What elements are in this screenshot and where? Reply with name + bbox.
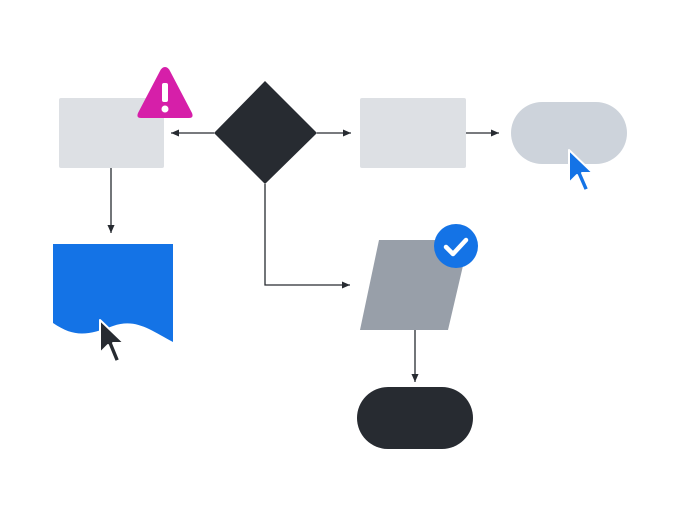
warning-exclamation-dot xyxy=(161,105,169,113)
terminal-pill-top-right[interactable] xyxy=(511,102,627,164)
checkmark-icon xyxy=(443,237,469,257)
mouse-pointer-icon xyxy=(99,319,125,363)
document-shape[interactable] xyxy=(53,244,173,342)
checkmark-badge-icon xyxy=(434,224,478,268)
decision-diamond[interactable] xyxy=(214,81,317,184)
warning-exclamation-bar xyxy=(162,83,168,102)
connectors xyxy=(107,129,499,382)
success-badge xyxy=(434,224,478,268)
warning-badge xyxy=(137,67,193,118)
connector-decision-to-data xyxy=(264,184,350,289)
mouse-pointer-icon xyxy=(568,149,594,192)
terminal-pill-bottom[interactable] xyxy=(357,387,473,449)
process-box-right[interactable] xyxy=(360,98,466,168)
